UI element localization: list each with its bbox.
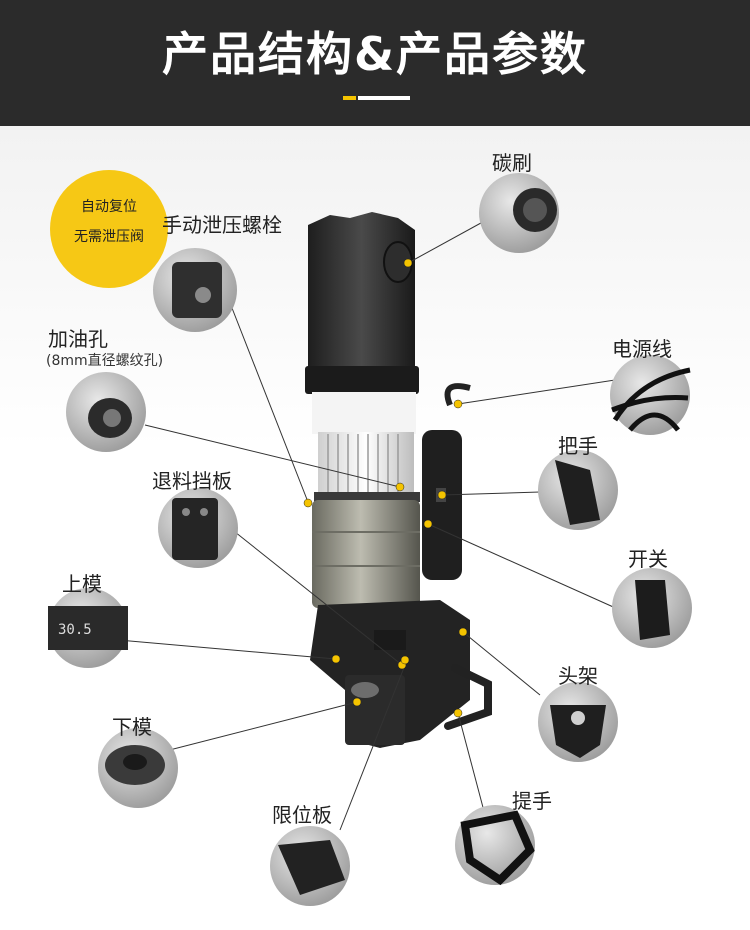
handle-grip bbox=[422, 383, 471, 580]
detail-switch bbox=[612, 568, 692, 648]
label-carbon-brush: 碳刷 bbox=[492, 151, 532, 175]
detail-head-frame bbox=[538, 682, 618, 762]
title-underline-accent bbox=[343, 96, 356, 100]
badge-line-2: 无需泄压阀 bbox=[74, 229, 144, 245]
title-underline bbox=[358, 96, 410, 100]
cylinder bbox=[312, 500, 420, 608]
detail-upper-die: 30.5 bbox=[48, 588, 128, 668]
detail-handle bbox=[538, 450, 618, 530]
detail-oil-hole bbox=[66, 372, 146, 452]
motor-housing bbox=[305, 212, 420, 502]
auto-reset-badge bbox=[50, 170, 168, 288]
label-stripper-plate: 退料挡板 bbox=[152, 469, 232, 493]
detail-carry-handle bbox=[455, 805, 535, 886]
label-head-frame: 头架 bbox=[558, 664, 598, 688]
detail-carbon-brush bbox=[479, 173, 559, 253]
label-manual-bolt: 手动泄压螺栓 bbox=[162, 213, 282, 237]
leader-lines bbox=[117, 217, 621, 831]
label-limit-plate: 限位板 bbox=[272, 803, 332, 827]
label-handle: 把手 bbox=[558, 434, 598, 458]
label-oil-hole: 加油孔 bbox=[48, 327, 108, 351]
upper-die-mark: 30.5 bbox=[58, 622, 92, 638]
label-carry-handle: 提手 bbox=[512, 789, 552, 813]
label-upper-die: 上模 bbox=[62, 572, 102, 596]
detail-power-cord bbox=[610, 355, 691, 435]
badge-line-1: 自动复位 bbox=[81, 199, 137, 215]
label-lower-die: 下模 bbox=[112, 715, 152, 739]
detail-stripper-plate bbox=[158, 488, 238, 568]
label-switch: 开关 bbox=[628, 547, 668, 571]
label-oil-hole-sub: (8mm直径螺纹孔) bbox=[46, 353, 164, 369]
label-power-cord: 电源线 bbox=[612, 337, 672, 361]
detail-limit-plate bbox=[270, 826, 350, 906]
header-banner bbox=[0, 0, 750, 126]
page-title: 产品结构&产品参数 bbox=[161, 27, 589, 81]
detail-manual-bolt bbox=[153, 248, 237, 332]
punch-head bbox=[310, 600, 492, 748]
callout-dots bbox=[303, 258, 468, 718]
detail-lower-die bbox=[98, 728, 178, 808]
